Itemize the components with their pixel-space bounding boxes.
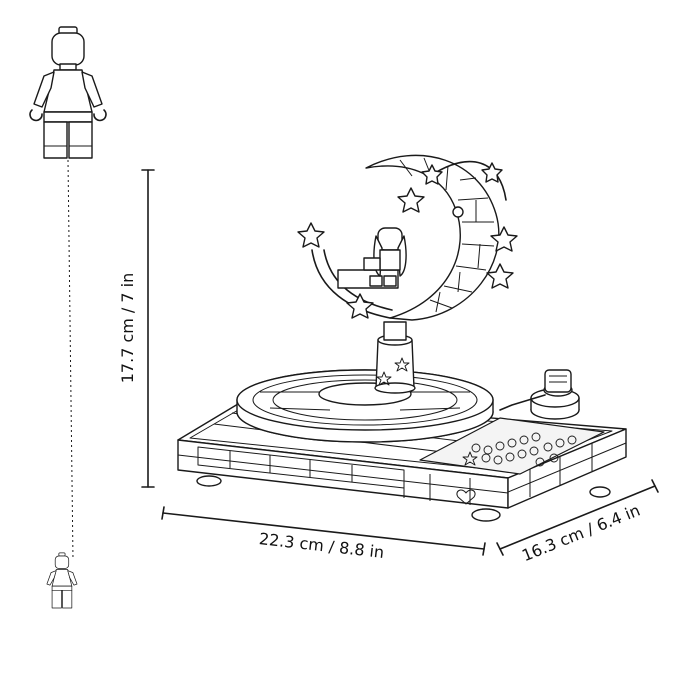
foot bbox=[471, 508, 501, 522]
star bbox=[346, 293, 374, 319]
turntable-platter bbox=[236, 369, 494, 443]
star bbox=[486, 263, 514, 289]
width-label: 22.3 cm / 8.8 in bbox=[258, 529, 385, 562]
foot bbox=[196, 475, 222, 487]
star bbox=[397, 187, 425, 213]
foot bbox=[589, 486, 611, 498]
height-label: 17.7 cm / 7 in bbox=[118, 273, 137, 384]
star bbox=[490, 226, 518, 252]
star bbox=[481, 162, 503, 183]
height-dimension: 17.7 cm / 7 in bbox=[118, 169, 155, 488]
scale-minifigure-small bbox=[46, 552, 78, 609]
crescent-moon bbox=[311, 154, 507, 321]
decorative-stars bbox=[297, 162, 518, 319]
star bbox=[297, 222, 325, 248]
support-column bbox=[374, 321, 416, 394]
base-front-bricks bbox=[177, 446, 509, 505]
scale-connector-line bbox=[67, 159, 74, 561]
star bbox=[421, 164, 443, 185]
base-side bbox=[507, 428, 627, 509]
scale-minifigure-large bbox=[29, 26, 107, 159]
control-deck bbox=[419, 417, 605, 475]
base-side-bricks bbox=[507, 442, 627, 497]
moon-turntable-model bbox=[177, 154, 627, 522]
tonearm bbox=[499, 369, 580, 420]
seated-figure bbox=[337, 227, 407, 289]
width-dimension: 22.3 cm / 8.8 in bbox=[161, 506, 486, 562]
